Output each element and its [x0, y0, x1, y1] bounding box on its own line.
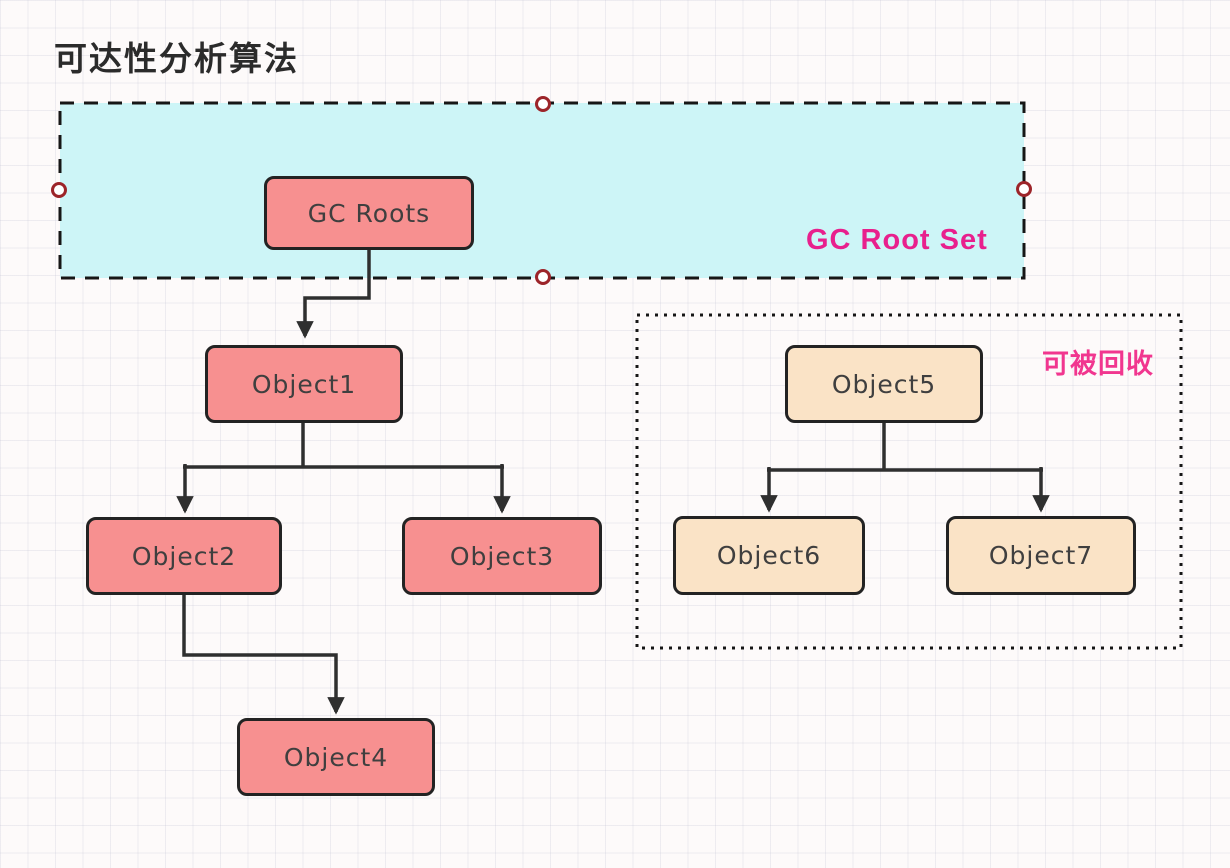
node-object1-label: Object1: [251, 369, 357, 399]
node-object7-label: Object7: [988, 541, 1094, 570]
node-object2-label: Object2: [131, 541, 237, 571]
selection-handle-bottom[interactable]: [535, 269, 551, 285]
node-object6[interactable]: Object6: [673, 516, 865, 595]
node-object6-label: Object6: [716, 541, 822, 570]
gc-root-set-label[interactable]: GC Root Set: [806, 224, 988, 256]
node-object2[interactable]: Object2: [86, 517, 282, 595]
node-object7[interactable]: Object7: [946, 516, 1136, 595]
node-object3[interactable]: Object3: [402, 517, 602, 595]
node-object5[interactable]: Object5: [785, 345, 983, 423]
recyclable-region[interactable]: [635, 313, 1183, 650]
selection-handle-top[interactable]: [535, 96, 551, 112]
node-object4-label: Object4: [283, 742, 389, 772]
edge-gcroots-object1[interactable]: [296, 248, 371, 339]
node-object4[interactable]: Object4: [237, 718, 435, 796]
node-object1[interactable]: Object1: [205, 345, 403, 423]
selection-handle-right[interactable]: [1016, 181, 1032, 197]
edge-object2-object4[interactable]: [182, 593, 345, 715]
page-title: 可达性分析算法: [54, 40, 299, 77]
node-gc-roots-label: GC Roots: [307, 198, 431, 228]
recyclable-label[interactable]: 可被回收: [1042, 349, 1154, 379]
selection-handle-left[interactable]: [51, 182, 67, 198]
node-object3-label: Object3: [449, 541, 555, 571]
node-object5-label: Object5: [831, 369, 937, 399]
gc-root-set-region[interactable]: [58, 101, 1026, 280]
node-gc-roots[interactable]: GC Roots: [264, 176, 474, 250]
